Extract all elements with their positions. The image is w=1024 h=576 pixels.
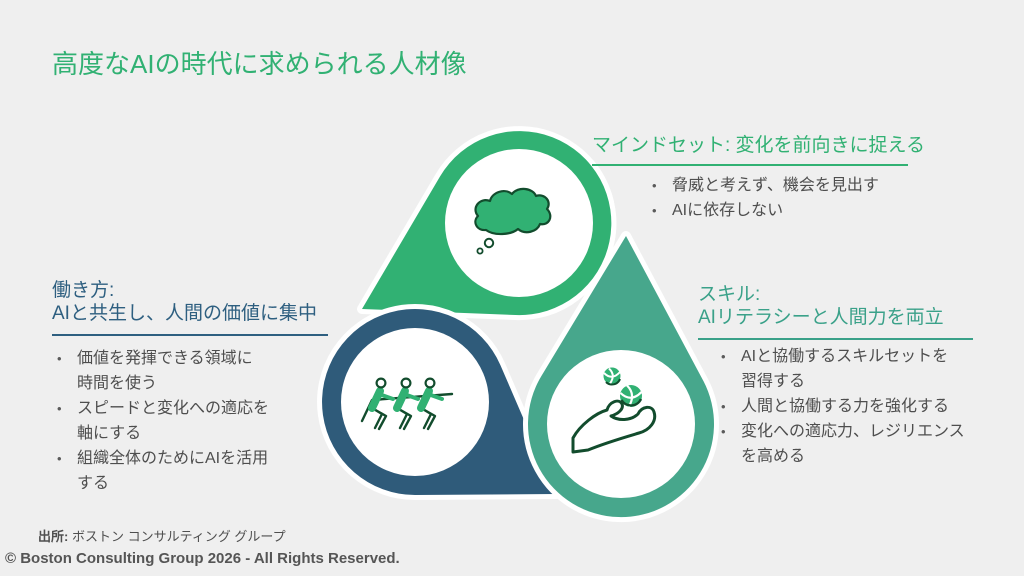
working-bullets: • 価値を発揮できる領域に 時間を使う • スピードと変化への適応を 軸にする … [57, 346, 269, 496]
bullet-dot: • [652, 203, 657, 218]
list-item: • 組織全体のためにAIを活用 する [57, 446, 269, 496]
mindset-bullets: • 脅威と考えず、機会を見出す • AIに依存しない [652, 173, 879, 223]
skills-bullets: • AIと協働するスキルセットを 習得する • 人間と協働する力を強化する • … [721, 344, 965, 469]
source-text: ボストン コンサルティング グループ [68, 529, 286, 544]
list-item: • 脅威と考えず、機会を見出す [652, 173, 879, 198]
tug-of-war-icon [360, 377, 454, 431]
bullet-dot: • [57, 351, 62, 366]
page-title: 高度なAIの時代に求められる人材像 [52, 49, 467, 79]
bullet-dot: • [57, 401, 62, 416]
working-heading: 働き方: AIと共生し、人間の価値に集中 [52, 279, 328, 336]
bullet-dot: • [721, 349, 726, 364]
source-label: 出所: [38, 529, 69, 544]
bullet-text: AIと協働するスキルセットを 習得する [741, 348, 949, 390]
bullet-text: スピードと変化への適応を 軸にする [77, 400, 270, 442]
bullet-text: 人間と協働する力を強化する [741, 398, 950, 415]
list-item: • 変化への適応力、レジリエンス を高める [721, 419, 965, 469]
source-note: 出所: ボストン コンサルティング グループ [38, 529, 286, 545]
working-inner-circle [341, 328, 489, 476]
bullet-text: 変化への適応力、レジリエンス を高める [741, 423, 965, 465]
mindset-heading: マインドセット: 変化を前向きに捉える [592, 134, 925, 166]
bullet-dot: • [57, 451, 62, 466]
copyright-footer: © Boston Consulting Group 2026 - All Rig… [5, 550, 400, 567]
working-heading-line2: AIと共生し、人間の価値に集中 [52, 303, 317, 324]
list-item: • 人間と協働する力を強化する [721, 394, 965, 419]
skills-heading-line1: スキル: [698, 284, 761, 305]
list-item: • 価値を発揮できる領域に 時間を使う [57, 346, 269, 396]
hand-holding-balls-icon [571, 367, 657, 454]
bullet-text: 価値を発揮できる領域に 時間を使う [77, 350, 253, 392]
bullet-dot: • [721, 424, 726, 439]
list-item: • AIに依存しない [652, 198, 879, 223]
list-item: • AIと協働するスキルセットを 習得する [721, 344, 965, 394]
bullet-text: AIに依存しない [672, 202, 784, 219]
thought-cloud-icon [474, 187, 552, 255]
bullet-text: 脅威と考えず、機会を見出す [672, 177, 879, 194]
skills-heading: スキル: AIリテラシーと人間力を両立 [698, 283, 973, 340]
list-item: • スピードと変化への適応を 軸にする [57, 396, 269, 446]
bullet-dot: • [721, 399, 726, 414]
bullet-dot: • [652, 178, 657, 193]
bullet-text: 組織全体のためにAIを活用 する [77, 450, 269, 492]
working-heading-line1: 働き方: [52, 280, 115, 301]
skills-heading-line2: AIリテラシーと人間力を両立 [698, 307, 944, 328]
